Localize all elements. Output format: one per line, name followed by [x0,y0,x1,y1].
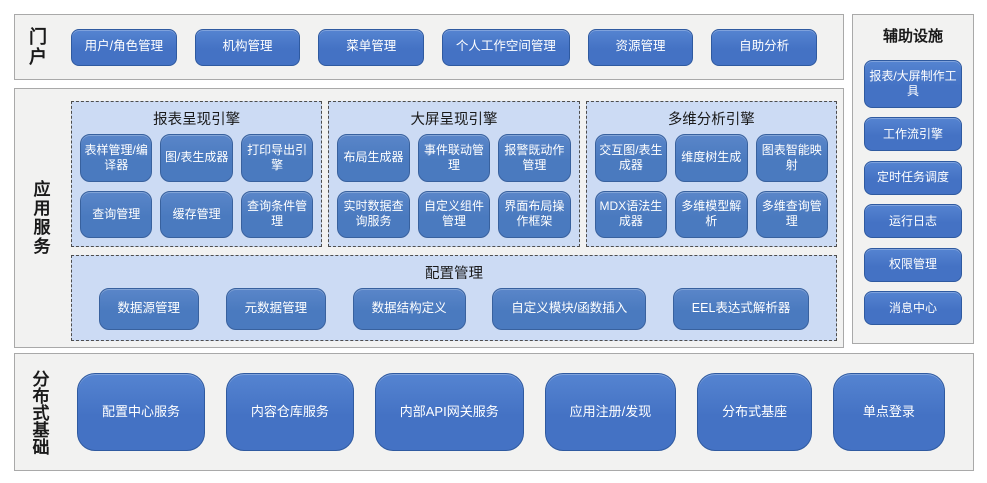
aux-node: 工作流引擎 [864,117,962,152]
config-management-box: 配置管理 数据源管理 元数据管理 数据结构定义 自定义模块/函数插入 EEL表达… [71,255,837,341]
distributed-node: 配置中心服务 [77,373,206,451]
config-node: 数据源管理 [98,288,200,330]
distributed-foundation-section: 分布式基础 配置中心服务 内容仓库服务 内部API网关服务 应用注册/发现 分布… [14,353,974,471]
engine-node-grid: 交互图/表生成器 维度树生成 图表智能映射 MDX语法生成器 多维模型解析 多维… [594,134,828,238]
portal-node: 个人工作空间管理 [442,28,570,66]
engine-node: 多维查询管理 [755,190,828,238]
engine-node: MDX语法生成器 [594,190,668,238]
engine-node: 多维模型解析 [675,190,748,238]
engine-node: 表样管理/编译器 [80,134,153,182]
engine-node: 缓存管理 [160,190,233,238]
aux-facilities-title: 辅助设施 [882,28,943,45]
engine-title: 多维分析引擎 [667,112,755,128]
engine-box-report: 报表呈现引擎 表样管理/编译器 图/表生成器 打印导出引擎 查询管理 缓存管理 [71,101,323,247]
engine-node: 自定义组件管理 [417,190,491,238]
aux-node: 消息中心 [864,291,962,326]
distributed-node-row: 配置中心服务 内容仓库服务 内部API网关服务 应用注册/发现 分布式基座 单点… [63,354,973,470]
config-node: 元数据管理 [225,288,327,330]
aux-node: 定时任务调度 [864,160,962,195]
portal-section-label: 门户 [27,27,47,67]
distributed-node: 内容仓库服务 [225,373,354,451]
engine-node: 图/表生成器 [160,134,233,182]
portal-node: 资源管理 [587,28,694,66]
engine-node: 报警既动作管理 [498,134,571,182]
portal-node-row: 用户/角色管理 机构管理 菜单管理 个人工作空间管理 资源管理 自助分析 [59,15,843,79]
engine-box-olap: 多维分析引擎 交互图/表生成器 维度树生成 图表智能映射 MDX语法生成器 多维… [585,101,837,247]
app-services-section: 应用服务 报表呈现引擎 表样管理/编译器 图/表生成器 打印导出引擎 查询管 [14,88,844,348]
engine-node: 交互图/表生成器 [594,134,668,182]
aux-facilities-section: 辅助设施 报表/大屏制作工具 工作流引擎 定时任务调度 运行日志 权限管理 消息… [852,14,974,344]
engine-box-dashboard: 大屏呈现引擎 布局生成器 事件联动管理 报警既动作管理 实时数据查询服务 自定义… [328,101,580,247]
engine-title: 大屏呈现引擎 [410,112,498,128]
engine-title: 报表呈现引擎 [153,112,241,128]
engine-node: 事件联动管理 [417,134,491,182]
portal-node: 用户/角色管理 [71,28,177,66]
aux-node: 报表/大屏制作工具 [864,59,962,108]
engine-node: 维度树生成 [675,134,748,182]
engine-node: 图表智能映射 [755,134,828,182]
engine-row: 报表呈现引擎 表样管理/编译器 图/表生成器 打印导出引擎 查询管理 缓存管理 [71,101,837,247]
portal-node: 机构管理 [194,28,301,66]
aux-node-column: 报表/大屏制作工具 工作流引擎 定时任务调度 运行日志 权限管理 消息中心 [853,50,973,343]
engine-node: 查询条件管理 [240,190,314,238]
engine-node: 实时数据查询服务 [337,190,410,238]
aux-node: 运行日志 [864,204,962,239]
engine-node: 打印导出引擎 [240,134,314,182]
portal-node: 自助分析 [711,28,818,66]
engine-node-grid: 布局生成器 事件联动管理 报警既动作管理 实时数据查询服务 自定义组件管理 界面… [337,134,571,238]
engine-node: 布局生成器 [337,134,410,182]
distributed-node: 应用注册/发现 [544,373,677,451]
config-node: EEL表达式解析器 [672,288,810,330]
config-title: 配置管理 [425,266,483,282]
engine-node-grid: 表样管理/编译器 图/表生成器 打印导出引擎 查询管理 缓存管理 查询条件管理 [80,134,314,238]
portal-section: 门户 用户/角色管理 机构管理 菜单管理 个人工作空间管理 资源管理 自助分析 [14,14,844,80]
config-node: 数据结构定义 [352,288,466,330]
app-services-section-label: 应用服务 [30,180,50,256]
config-node: 自定义模块/函数插入 [492,288,647,330]
engine-node: 查询管理 [80,190,153,238]
aux-node: 权限管理 [864,247,962,282]
portal-node: 菜单管理 [318,28,425,66]
distributed-node: 内部API网关服务 [374,373,524,451]
distributed-node: 分布式基座 [697,373,813,451]
distributed-node: 单点登录 [832,373,945,451]
config-node-row: 数据源管理 元数据管理 数据结构定义 自定义模块/函数插入 EEL表达式解析器 [82,288,826,330]
engine-node: 界面布局操作框架 [498,190,571,238]
app-services-content: 报表呈现引擎 表样管理/编译器 图/表生成器 打印导出引擎 查询管理 缓存管理 [65,89,843,347]
distributed-section-label: 分布式基础 [29,369,49,455]
